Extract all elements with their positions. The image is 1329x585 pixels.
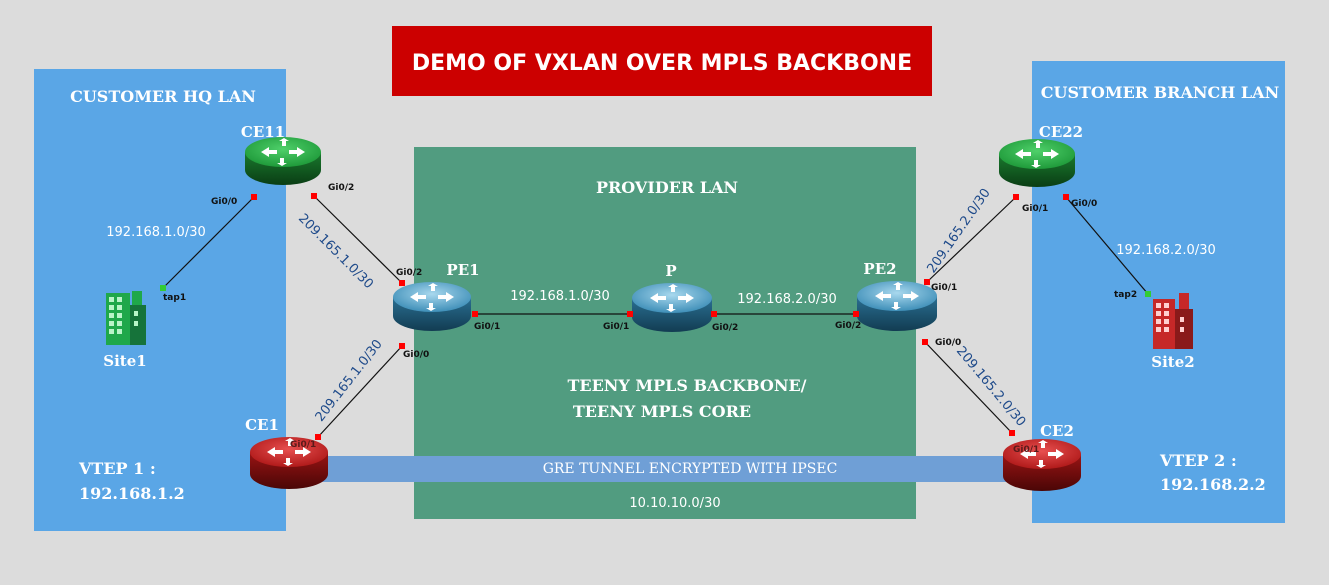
if-pe2-gi00: Gi0/0 [935,338,961,348]
router-ce1[interactable] [250,437,328,489]
router-icon [857,281,937,331]
vtep1-ip: 192.168.1.2 [79,484,185,503]
port-pe2-gi02 [853,311,859,317]
provider-zone-label: PROVIDER LAN [596,178,738,197]
link-pe1-ce1 [317,345,403,438]
ce1-label: CE1 [245,416,279,434]
port-pe2-gi00 [922,339,928,345]
port-pe1-gi01 [472,311,478,317]
ce11-label: CE11 [241,123,285,141]
port-ce1-gi01 [315,434,321,440]
ce2-label: CE2 [1040,422,1074,440]
p-label: P [665,262,676,280]
if-ce2-gi01: Gi0/1 [1013,445,1039,455]
port-pe1-gi00 [399,343,405,349]
port-ce2-gi01 [1009,430,1015,436]
router-ce11[interactable] [245,137,321,185]
link-pe2-ce2 [924,341,1013,434]
link-ce11-site1 [162,196,255,289]
site2-node[interactable] [1153,293,1193,349]
subnet-branch-lan: 192.168.2.0/30 [1116,243,1216,258]
port-ce22-gi00 [1063,194,1069,200]
gre-tunnel-bar [322,456,1012,482]
building-icon [106,291,146,345]
gre-tunnel-label: GRE TUNNEL ENCRYPTED WITH IPSEC [543,461,838,477]
port-markers [160,193,1151,440]
pe2-label: PE2 [863,260,896,278]
port-pe2-gi01 [924,279,930,285]
branch-zone-label: CUSTOMER BRANCH LAN [1041,83,1279,102]
title-banner [392,26,932,96]
links [162,195,1149,438]
router-ce22[interactable] [999,139,1075,187]
router-icon [999,139,1075,187]
if-ce22-gi01: Gi0/1 [1022,204,1048,214]
core-label-line2: TEENY MPLS CORE [573,402,751,421]
subnet-ce11-pe1: 209.165.1.0/30 [295,211,376,292]
vtep1-label: VTEP 1 : [78,459,156,478]
router-ce2[interactable] [1003,439,1081,491]
pe1-label: PE1 [446,261,479,279]
subnet-pe1-p: 192.168.1.0/30 [510,289,610,304]
subnet-p-pe2: 192.168.2.0/30 [737,292,837,307]
site1-node[interactable] [106,291,146,345]
if-pe1-gi02: Gi0/2 [396,268,422,278]
router-icon [632,283,712,332]
if-pe2-gi01: Gi0/1 [931,283,957,293]
subnet-ce22-pe2: 209.165.2.0/30 [924,186,993,276]
port-tap2 [1145,291,1151,297]
if-ce22-gi00: Gi0/0 [1071,199,1097,209]
if-ce11-gi02: Gi0/2 [328,183,354,193]
if-p-gi01: Gi0/1 [603,322,629,332]
router-p[interactable] [632,283,712,332]
if-p-gi02: Gi0/2 [712,323,738,333]
if-pe1-gi01: Gi0/1 [474,322,500,332]
if-tap2: tap2 [1114,290,1137,300]
ce22-label: CE22 [1039,123,1083,141]
port-ce22-gi01 [1013,194,1019,200]
tunnel-subnet-label: 10.10.10.0/30 [629,496,720,511]
router-icon [393,282,471,331]
page-title: DEMO OF VXLAN OVER MPLS BACKBONE [412,51,912,76]
if-ce1-gi01: Gi0/1 [290,440,316,450]
port-p-gi01 [627,311,633,317]
router-pe1[interactable] [393,282,471,331]
port-ce11-gi02 [311,193,317,199]
port-tap1 [160,285,166,291]
link-ce22-pe2 [926,196,1017,283]
subnet-hq-lan: 192.168.1.0/30 [106,225,206,240]
building-icon [1153,293,1193,349]
subnet-pe1-ce1: 209.165.1.0/30 [313,337,386,425]
port-p-gi02 [711,311,717,317]
link-ce22-site2 [1065,196,1149,295]
hq-zone-label: CUSTOMER HQ LAN [70,87,256,106]
core-label-line1: TEENY MPLS BACKBONE/ [567,376,806,395]
if-pe1-gi00: Gi0/0 [403,350,429,360]
router-icon [250,437,328,489]
subnet-pe2-ce2: 209.165.2.0/30 [953,344,1028,430]
vtep2-ip: 192.168.2.2 [1160,475,1266,494]
if-ce11-gi00: Gi0/0 [211,197,237,207]
customer-hq-zone [34,69,286,531]
router-icon [1003,439,1081,491]
if-pe2-gi02: Gi0/2 [835,321,861,331]
link-ce11-pe1 [313,195,403,284]
site1-label: Site1 [103,352,146,370]
router-pe2[interactable] [857,281,937,331]
if-tap1: tap1 [163,293,186,303]
port-ce11-gi00 [251,194,257,200]
router-icon [245,137,321,185]
port-pe1-gi02 [399,280,405,286]
site2-label: Site2 [1151,353,1194,371]
vtep2-label: VTEP 2 : [1159,451,1237,470]
